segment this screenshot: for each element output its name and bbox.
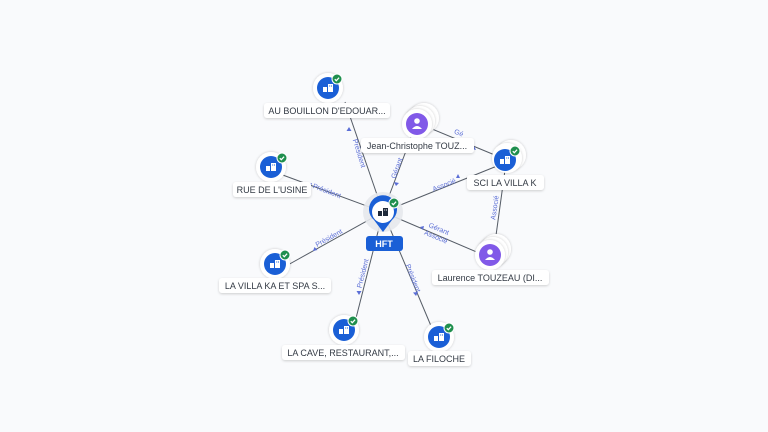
node-label-box: [361, 138, 474, 153]
building-icon: [266, 163, 276, 171]
building-icon: [270, 260, 280, 268]
building-icon: [500, 156, 510, 164]
node-label-box: [408, 351, 471, 366]
check-badge-icon: [331, 73, 343, 85]
center-label-box: [366, 236, 403, 251]
node-label-box: [432, 270, 549, 285]
person-icon: [485, 249, 495, 260]
node-sci[interactable]: SCI LA VILLA K: [467, 140, 544, 190]
edge-label-usine: Président: [311, 183, 341, 200]
arrow-filoche: [413, 292, 418, 296]
building-icon: [323, 84, 333, 92]
node-usine[interactable]: RUE DE L'USINE: [233, 152, 311, 197]
arrow-sci-hft: [456, 174, 460, 178]
edge-cave: [352, 211, 384, 331]
check-badge-icon: [276, 152, 288, 164]
check-badge-icon: [388, 197, 400, 209]
edge-filoche: [382, 211, 435, 334]
node-label: LA CAVE, RESTAURANT,...: [287, 348, 398, 358]
node-label: Jean-Christophe TOUZ...: [367, 141, 467, 151]
edge-label-filoche: Président: [404, 263, 422, 293]
check-badge-icon: [509, 145, 521, 157]
edge-label-sci-hft: Associé: [432, 178, 457, 194]
edge-label-cave: Président: [357, 258, 371, 288]
node-label: Laurence TOUZEAU (DI...: [438, 273, 543, 283]
edge-label-laurence-sci: Associé: [490, 195, 500, 220]
edge-sci-hft: [382, 163, 503, 213]
check-badge-icon: [279, 249, 291, 261]
node-label-box: [264, 103, 390, 118]
person-icon: [412, 118, 422, 129]
check-badge-icon: [347, 315, 359, 327]
building-icon: [339, 326, 349, 334]
node-label-box: [233, 182, 311, 197]
edge-label-villaka: Président: [315, 228, 344, 248]
node-bouillon[interactable]: AU BOUILLON D'EDOUAR...: [264, 73, 390, 118]
edge-label-jc-hft: Gérant: [391, 157, 405, 180]
arrow-villaka: [313, 247, 318, 251]
arrow-cave: [356, 291, 362, 295]
node-label-box: [219, 278, 331, 293]
check-badge-icon: [443, 322, 455, 334]
node-laurence[interactable]: Laurence TOUZEAU (DI...: [432, 234, 549, 285]
node-label: SCI LA VILLA K: [473, 178, 536, 188]
center-label: HFT: [375, 239, 393, 249]
node-label: AU BOUILLON D'EDOUAR...: [268, 106, 385, 116]
node-hft-center[interactable]: HFT: [363, 192, 403, 251]
edge-label-jc-sci: Gé: [453, 129, 464, 139]
node-label-box: [467, 175, 544, 190]
node-jc[interactable]: Jean-Christophe TOUZ...: [361, 103, 474, 153]
nodes: AU BOUILLON D'EDOUAR... Jean-Christophe …: [219, 73, 549, 366]
node-label: RUE DE L'USINE: [237, 185, 308, 195]
node-filoche[interactable]: LA FILOCHE: [408, 322, 471, 366]
node-label: LA FILOCHE: [413, 354, 465, 364]
building-icon: [434, 333, 444, 341]
node-label-box: [282, 345, 405, 360]
building-icon: [378, 208, 388, 216]
arrow-bouillon: [346, 127, 352, 131]
node-villaka[interactable]: LA VILLA KA ET SPA S...: [219, 249, 331, 293]
edge-labels: Président Président Président Président …: [311, 129, 500, 294]
node-cave[interactable]: LA CAVE, RESTAURANT,...: [282, 315, 405, 360]
arrow-laurence-hft: [420, 226, 424, 230]
node-label: LA VILLA KA ET SPA S...: [225, 281, 325, 291]
arrow-jc-hft: [394, 182, 399, 186]
